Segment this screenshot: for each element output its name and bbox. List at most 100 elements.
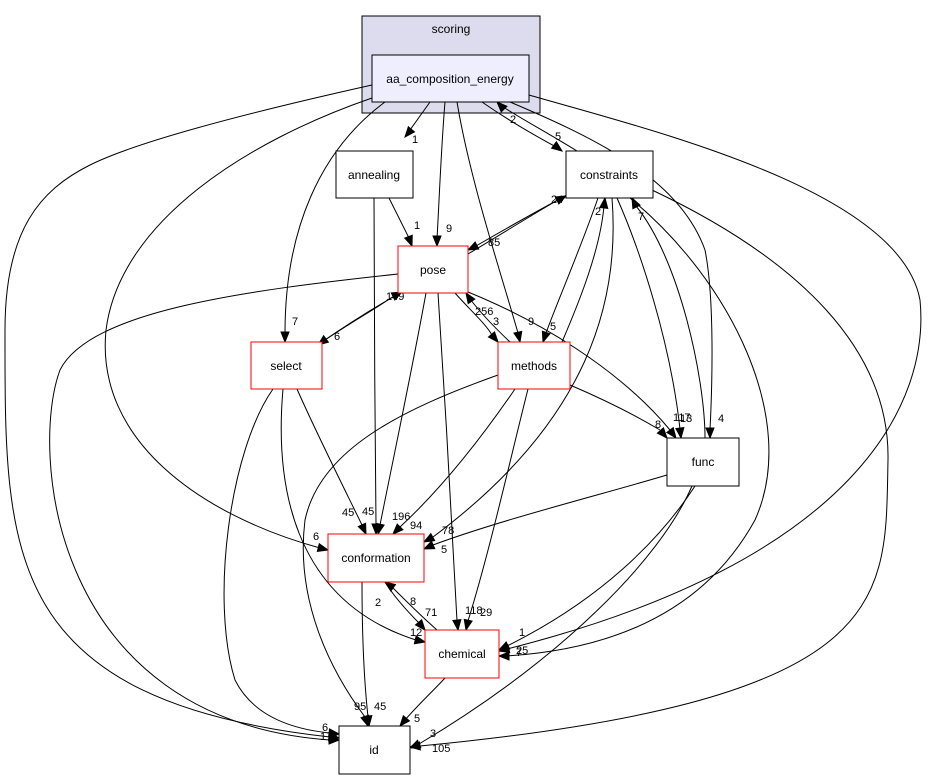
edge-pose-to-methods[interactable]: 3 [454,292,499,344]
cluster-scoring-label: scoring [432,22,471,36]
node-methods[interactable]: methods [497,341,571,390]
edge-arrowhead [280,331,290,344]
edge-constraints-to-methods[interactable]: 5 [541,197,599,344]
edge-pose-to-id[interactable]: 6 [49,273,399,745]
node-constraints-label: constraints [580,168,638,182]
edge-label: 3 [430,728,436,740]
edge-label: 12 [410,627,422,639]
edge-methods-to-chemical[interactable]: 29 [463,388,529,632]
node-pose[interactable]: pose [397,245,469,294]
edge-line [379,292,427,526]
edge-constraints-to-chemical[interactable]: 7 [497,197,770,661]
edge-line [49,273,399,741]
edge-label: 29 [480,607,492,619]
edge-arrowhead [422,532,436,543]
edge-methods-to-func[interactable]: 8 [569,384,668,440]
edge-annealing-to-conformation[interactable]: 45 [362,197,381,536]
node-annealing[interactable]: annealing [335,150,414,199]
edge-func-to-chemical[interactable]: 1 [497,485,696,651]
edge-methods-to-conformation[interactable]: 94 [392,388,516,535]
edge-label: 8 [655,419,661,431]
edge-pose-to-chemical[interactable]: 118 [437,292,483,632]
edge-line [280,388,417,641]
edge-arrowhead [452,619,462,632]
edge-arrowhead [328,728,341,738]
edge-func-to-id[interactable]: 3 [408,485,693,749]
node-func[interactable]: func [666,437,740,487]
edge-line [223,388,331,734]
edge-line [467,388,529,622]
edge-constraints-to-aa_composition_energy[interactable]: 5 [496,101,578,152]
edge-line [361,581,369,718]
node-aa_composition_energy[interactable]: aa_composition_energy [371,54,530,103]
edge-arrowhead [541,330,551,344]
edge-select-to-chemical[interactable]: 12 [280,388,427,645]
edge-line [432,197,614,538]
edge-constraints-to-func[interactable]: 13 [616,197,692,440]
edge-aa_composition_energy-to-constraints[interactable]: 2 [481,101,564,152]
edge-pose-to-constraints[interactable]: 24 [467,194,568,255]
edge-line [437,292,458,622]
edge-label: 105 [432,743,450,755]
edge-label: 7 [516,647,522,659]
node-conformation-label: conformation [341,551,410,565]
edge-label: 1 [519,627,525,639]
node-constraints[interactable]: constraints [565,150,654,199]
edge-methods-to-pose[interactable]: 256 [465,291,511,343]
edge-arrowhead [497,651,510,661]
node-select[interactable]: select [250,341,323,390]
edge-arrowhead [705,427,715,440]
edge-annealing-to-pose[interactable]: 1 [388,197,420,248]
node-chemical[interactable]: chemical [424,629,500,679]
edge-aa_composition_energy-to-select[interactable]: 7 [280,101,386,344]
edge-aa_composition_energy-to-annealing[interactable]: 1 [404,101,431,146]
edge-line [4,84,373,738]
edge-label: 45 [342,507,354,519]
edge-select-to-conformation[interactable]: 45 [296,388,367,536]
edge-aa_composition_energy-to-conformation[interactable]: 6 [104,97,373,553]
edge-label: 6 [313,531,319,543]
edge-arrowhead [656,426,668,440]
edge-label: 6 [334,331,340,343]
node-id-label: id [369,743,378,757]
edge-line [481,101,559,149]
edge-conformation-to-id[interactable]: 2 [361,581,381,728]
node-select-label: select [270,359,302,373]
edge-line [545,197,599,334]
edge-label: 45 [374,701,386,713]
edge-line [419,189,889,747]
edge-pose-to-conformation[interactable]: 196 [375,292,427,536]
node-conformation[interactable]: conformation [327,533,425,583]
edge-line [321,295,395,343]
edge-aa_composition_energy-to-methods[interactable]: 9 [456,101,534,344]
edge-arrowhead [383,581,397,592]
edge-line [296,388,363,526]
edge-aa_composition_energy-to-chemical[interactable]: 25 [497,94,922,657]
edge-constraints-to-conformation[interactable]: 78 [422,197,614,543]
edge-label: 5 [414,713,420,725]
node-select-box [250,341,323,390]
edge-aa_composition_energy-to-func[interactable]: 4 [509,101,724,440]
edge-select-to-id[interactable]: 95 [223,388,366,738]
edge-line [561,205,605,343]
node-constraints-box [565,150,654,199]
edge-methods-to-constraints[interactable]: 2 [561,196,609,343]
edge-label: 3 [493,316,499,328]
edge-select-to-pose[interactable]: 149 [321,291,404,343]
node-annealing-box [335,150,414,199]
edge-arrowhead [432,235,442,248]
edge-chemical-to-id[interactable]: 5 [399,677,446,728]
edge-label: 6 [322,722,328,734]
node-pose-box [397,245,469,294]
node-annealing-label: annealing [348,168,400,182]
edge-arrowhead [403,234,413,248]
edge-pose-to-func[interactable]: 117 [457,287,691,440]
edge-arrowhead [413,635,427,645]
edge-label: 24 [551,194,563,206]
edge-label: 4 [718,413,724,425]
edge-label: 7 [638,211,644,223]
node-id[interactable]: id [338,725,411,775]
edge-func-to-conformation[interactable]: 5 [422,474,668,556]
edge-aa_composition_energy-to-pose[interactable]: 9 [432,101,452,248]
edge-chemical-to-conformation[interactable]: 8 [383,581,438,631]
